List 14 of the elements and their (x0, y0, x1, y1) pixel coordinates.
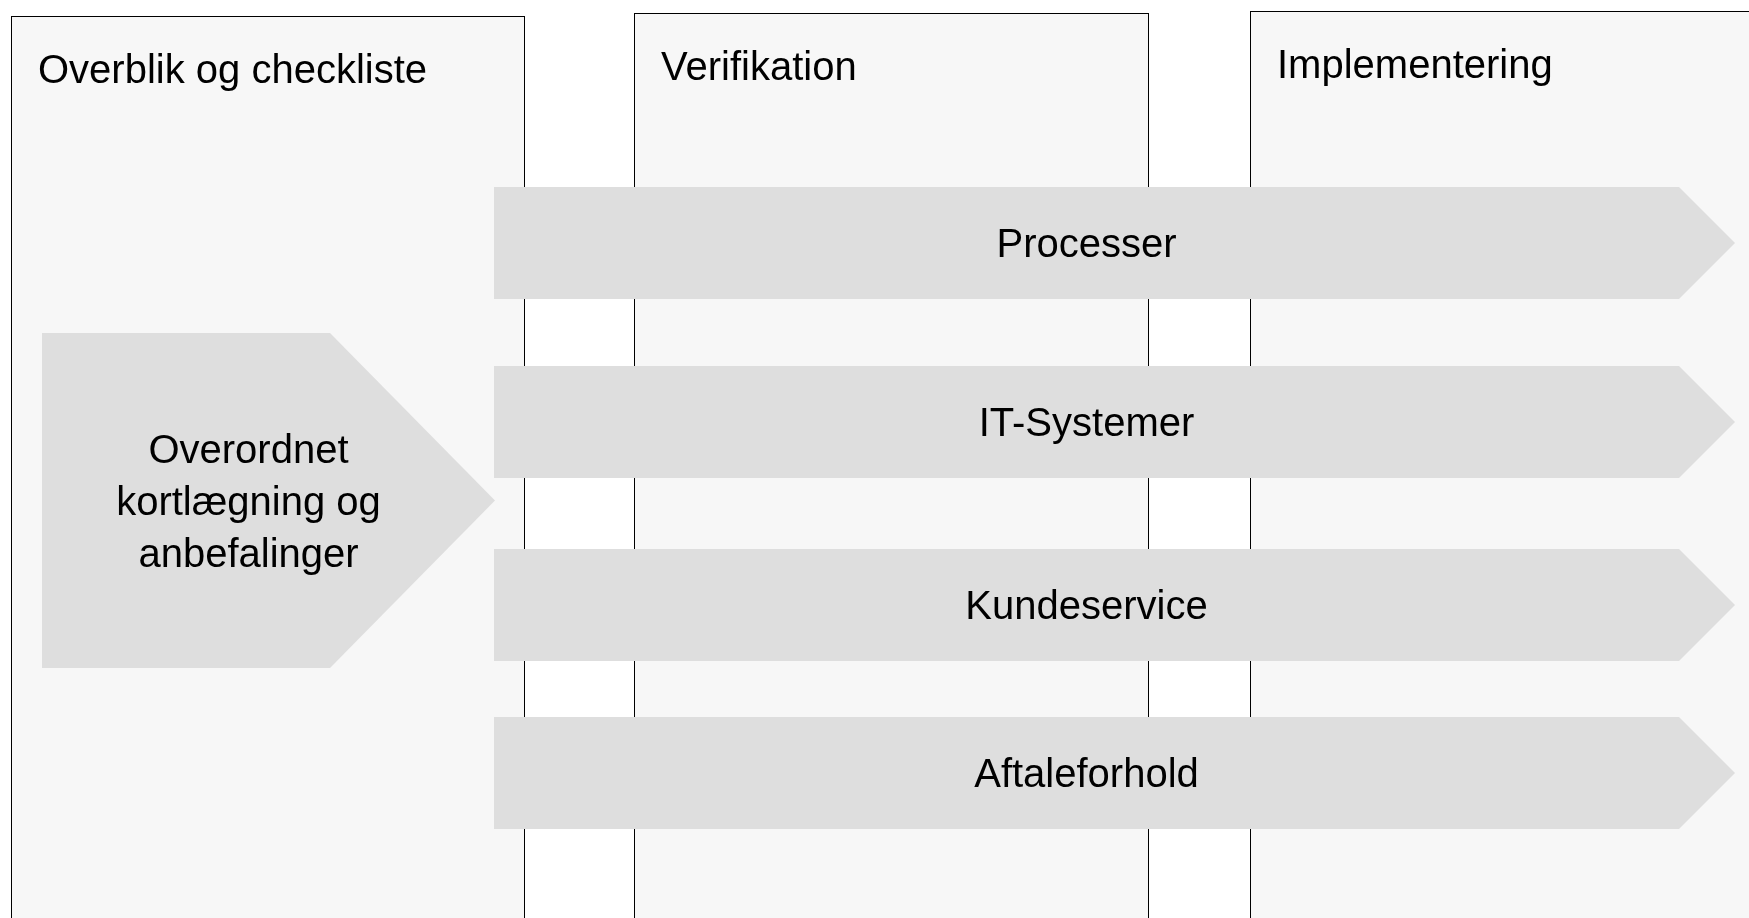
arrow-band (494, 717, 1735, 829)
column-heading: Verifikation (661, 44, 857, 89)
column-heading: Overblik og checkliste (38, 47, 428, 92)
band-label: Aftaleforhold (974, 750, 1199, 797)
arrow-band (494, 187, 1735, 299)
band-label: Processer (996, 220, 1177, 267)
column-panel (11, 16, 525, 918)
band-label: IT-Systemer (978, 399, 1195, 446)
column-heading: Implementering (1277, 42, 1553, 87)
arrow-label: Overordnet kortlægning og anbefalinger (115, 425, 382, 577)
pentagon-arrow (42, 333, 495, 668)
band-label: Kundeservice (965, 582, 1208, 629)
arrow-band (494, 549, 1735, 661)
arrow-band (494, 366, 1735, 478)
